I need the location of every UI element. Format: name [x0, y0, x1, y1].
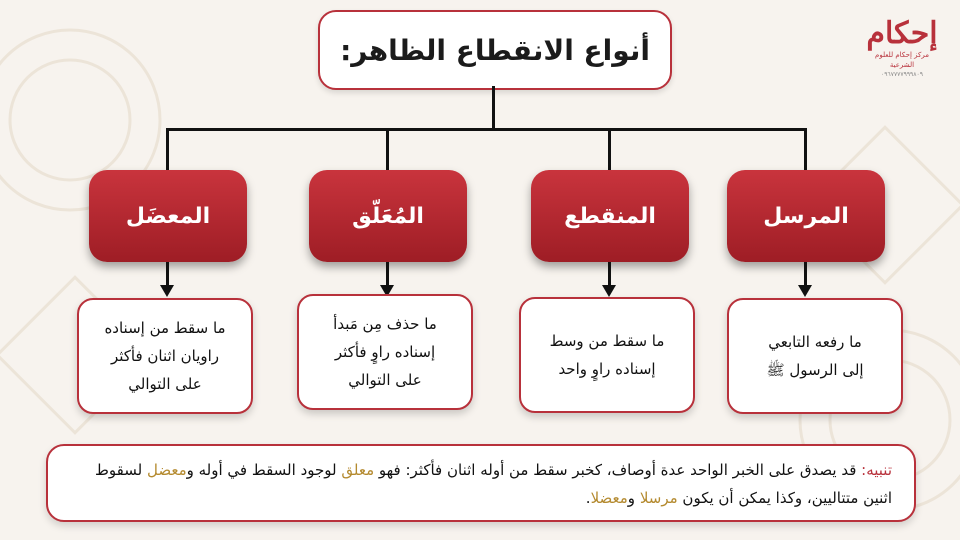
- connector-bus: [166, 128, 806, 131]
- definition-line: راويان اثنان فأكثر: [110, 347, 220, 365]
- arrow-head-1: [798, 285, 812, 297]
- definition-line: على التوالي: [128, 375, 202, 393]
- definition-muallaq: ما حذف مِن مَبدأ إسناده راوٍ فأكثر على ا…: [297, 294, 473, 410]
- connector-trunk: [492, 86, 495, 130]
- definition-line: إسناده راوٍ فأكثر: [334, 343, 436, 361]
- note-text: لسقوط اثنين متتاليين، وكذا يمكن أن يكون: [95, 461, 892, 507]
- note-term: معضلا: [590, 489, 628, 507]
- category-mudal: المعضَل: [89, 170, 247, 262]
- logo: إحكام مركز إحكام للعلوم الشرعية ۰۹٦۷۷۷۷۹…: [862, 18, 942, 88]
- category-muallaq: المُعَلّق: [309, 170, 467, 262]
- note-term: معلق: [341, 461, 375, 479]
- note-box: تنبيه: قد يصدق على الخبر الواحد عدة أوصا…: [46, 444, 916, 522]
- definition-line: إسناده راوٍ واحد: [558, 360, 656, 378]
- definition-line: ما رفعه التابعي: [768, 333, 862, 351]
- logo-mark: إحكام: [866, 16, 938, 51]
- category-mursal: المرسل: [727, 170, 885, 262]
- diagram-title: أنواع الانقطاع الظاهر:: [318, 10, 672, 90]
- definition-munqati: ما سقط من وسط إسناده راوٍ واحد: [519, 297, 695, 413]
- logo-number: ۰۹٦۷۷۷۷۹۹۹۸۰۹: [881, 71, 923, 78]
- note-term: معضل: [146, 461, 187, 479]
- definition-line: إلى الرسول ﷺ: [766, 361, 864, 379]
- definition-mudal: ما سقط من إسناده راويان اثنان فأكثر على …: [77, 298, 253, 414]
- note-text: و: [627, 489, 640, 507]
- connector-drop-3: [386, 128, 389, 172]
- note-term: مرسلا: [639, 489, 678, 507]
- definition-line: ما حذف مِن مَبدأ: [333, 315, 437, 333]
- arrow-head-4: [160, 285, 174, 297]
- definition-mursal: ما رفعه التابعي إلى الرسول ﷺ: [727, 298, 903, 414]
- connector-drop-1: [804, 128, 807, 172]
- logo-subtitle: مركز إحكام للعلوم الشرعية: [875, 51, 929, 69]
- note-text: لوجود السقط في أوله و: [186, 461, 342, 479]
- connector-drop-4: [166, 128, 169, 172]
- arrow-stem-2: [608, 262, 611, 286]
- arrow-stem-3: [386, 262, 389, 286]
- category-munqati: المنقطع: [531, 170, 689, 262]
- arrow-stem-4: [166, 262, 169, 286]
- note-text: قد يصدق على الخبر الواحد عدة أوصاف، كخبر…: [374, 461, 862, 479]
- note-label: تنبيه:: [861, 461, 892, 479]
- arrow-stem-1: [804, 262, 807, 286]
- definition-line: ما سقط من وسط: [549, 332, 665, 350]
- arrow-head-2: [602, 285, 616, 297]
- note-text: .: [585, 489, 591, 507]
- definition-line: على التوالي: [348, 371, 422, 389]
- connector-drop-2: [608, 128, 611, 172]
- definition-line: ما سقط من إسناده: [104, 319, 226, 337]
